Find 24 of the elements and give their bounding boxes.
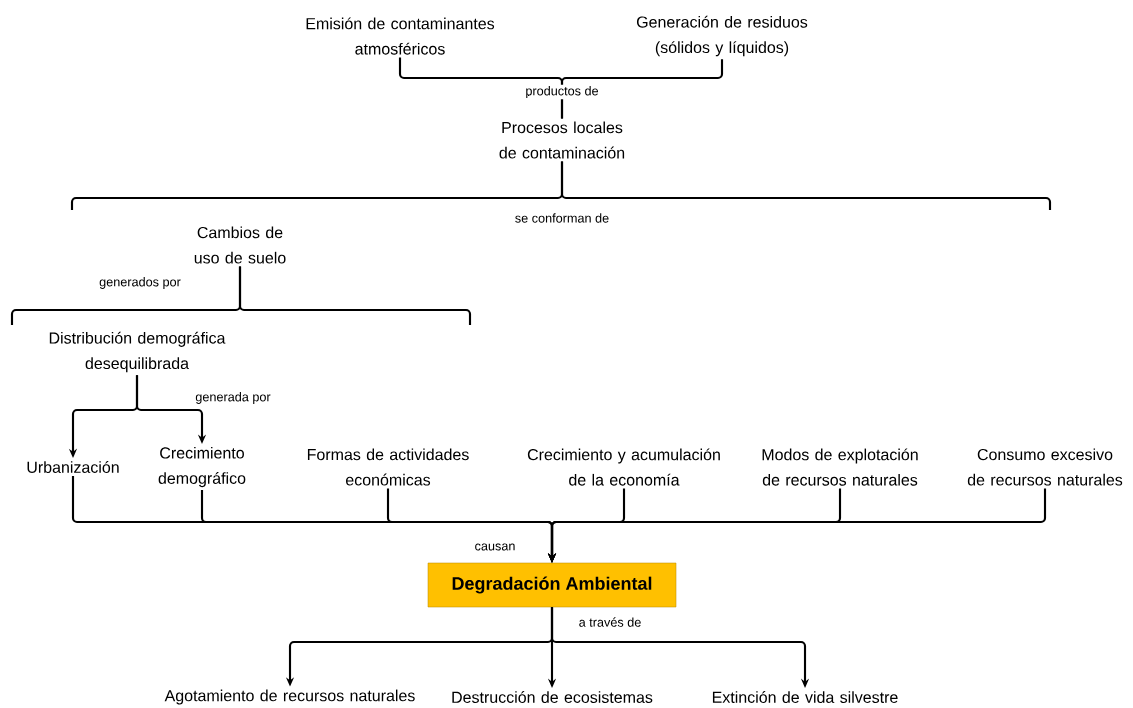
node-text: Modos de explotación de recursos naturales — [762, 448, 918, 486]
edge-label: causan — [473, 542, 517, 552]
node-text: Generación de residuos (sólidos y líquidos) — [636, 15, 808, 57]
node-text: Agotamiento de recursos naturales — [164, 689, 415, 705]
node-text: Procesos locales de contaminación — [499, 121, 625, 159]
edge-label: a través de — [577, 615, 643, 629]
node-text: Extinción de vida silvestre — [712, 691, 898, 703]
highlighted-box: Degradación Ambiental — [427, 562, 677, 608]
node-text: Consumo excesivo de recursos naturales — [967, 448, 1123, 486]
edge-label: se conforman de — [513, 212, 611, 224]
edge-label: generados por — [97, 275, 183, 291]
connector-line — [560, 59, 724, 119]
node-text: Crecimiento demográfico — [158, 446, 246, 488]
connector-line — [238, 266, 472, 325]
node-text: Cambios de uso de suelo — [194, 226, 286, 264]
node-text: Distribución demográfica desequilibrada — [49, 331, 226, 373]
edge-label: generada por — [194, 390, 272, 406]
edge-label: productos de — [524, 84, 600, 100]
node-text: Destrucción de ecosistemas — [452, 691, 653, 703]
node-text: Emisión de contaminantes atmosféricos — [306, 17, 495, 55]
node-text: Crecimiento y acumulación de la economía — [527, 448, 720, 486]
node-text: Urbanización — [27, 461, 119, 473]
node-text: Formas de actividades económicas — [307, 448, 469, 486]
connector-line — [560, 161, 1052, 210]
